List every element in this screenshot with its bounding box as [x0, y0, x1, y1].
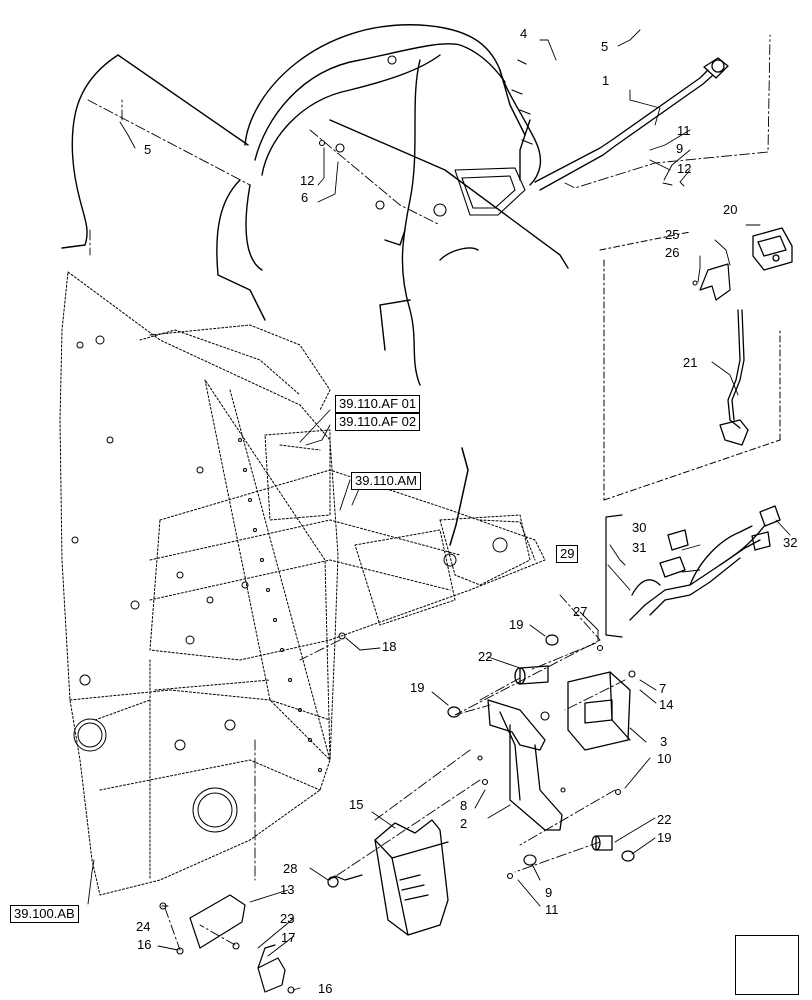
- callout-26: 26: [665, 245, 680, 260]
- dashdot-leaders: [87, 34, 771, 951]
- callout-1: 1: [602, 73, 610, 88]
- ref-39-110-am[interactable]: 39.110.AM: [351, 472, 421, 490]
- callout-16b: 16: [318, 981, 333, 996]
- callout-4: 4: [520, 26, 528, 41]
- chassis-frame: [59, 271, 546, 896]
- frame-rivet-row: [238, 438, 322, 772]
- callout-17: 17: [281, 930, 296, 945]
- callout-14: 14: [659, 697, 674, 712]
- callout-15: 15: [349, 797, 364, 812]
- callout-18: 18: [382, 639, 397, 654]
- callout-5b: 5: [144, 142, 152, 157]
- main-harness: [61, 24, 569, 386]
- callout-13: 13: [280, 882, 295, 897]
- callout-5a: 5: [601, 39, 609, 54]
- callout-3: 3: [660, 734, 668, 749]
- small-hardware: [159, 902, 295, 994]
- callout-19b: 19: [410, 680, 425, 695]
- callout-11a: 11: [677, 123, 691, 138]
- bracket-part-25: [699, 263, 731, 301]
- callout-24: 24: [136, 919, 151, 934]
- callout-9b: 9: [545, 885, 553, 900]
- module-part-3: [567, 671, 631, 751]
- callout-31: 31: [632, 540, 647, 555]
- callout-leaders: [87, 29, 791, 991]
- callout-16a: 16: [137, 937, 152, 952]
- ref-39-100-ab[interactable]: 39.100.AB: [10, 905, 79, 923]
- bracket-part-17: [257, 944, 286, 993]
- next-page-button[interactable]: [735, 935, 799, 995]
- cable-part-21: [719, 309, 749, 446]
- harness-clips: [318, 55, 533, 217]
- callout-7: 7: [659, 681, 667, 696]
- callout-11b: 11: [545, 902, 559, 917]
- callout-6: 6: [301, 190, 309, 205]
- callout-21: 21: [683, 355, 698, 370]
- small-fasteners: [338, 632, 636, 880]
- callout-25: 25: [665, 227, 680, 242]
- bracket-29: [605, 514, 623, 638]
- callout-22a: 22: [478, 649, 493, 664]
- callout-32: 32: [783, 535, 798, 550]
- hitch-lever: [449, 447, 469, 546]
- callout-10: 10: [657, 751, 672, 766]
- callout-20: 20: [723, 202, 738, 217]
- callout-12a: 12: [300, 173, 315, 188]
- ref-39-110-af-02[interactable]: 39.110.AF 02: [335, 413, 421, 431]
- bracket-part-2: [487, 699, 563, 831]
- callout-19c: 19: [657, 830, 672, 845]
- connector-part-22b: [591, 835, 613, 851]
- callout-12b: 12: [677, 161, 692, 176]
- lamp-part-20: [752, 227, 793, 271]
- nuts-part-19: [447, 634, 635, 862]
- callout-27: 27: [573, 604, 588, 619]
- part-1-cable: [534, 57, 729, 191]
- frame-holes: [71, 335, 508, 833]
- callout-8: 8: [460, 798, 468, 813]
- callout-9a: 9: [676, 141, 684, 156]
- bolt-part-28: [327, 874, 363, 888]
- callout-28: 28: [283, 861, 298, 876]
- callout-23: 23: [280, 911, 295, 926]
- ref-39-110-af-01[interactable]: 39.110.AF 01: [335, 395, 421, 413]
- callout-2: 2: [460, 816, 468, 831]
- screw-part-26: [692, 280, 698, 286]
- plate-part-13: [189, 894, 246, 949]
- controller-part-15: [374, 819, 449, 936]
- ref-box-29[interactable]: 29: [556, 545, 579, 563]
- callout-22b: 22: [657, 812, 672, 827]
- harness-part-29: [629, 505, 781, 621]
- dashed-box-beacon: [599, 231, 781, 501]
- callout-19a: 19: [509, 617, 524, 632]
- callout-30: 30: [632, 520, 647, 535]
